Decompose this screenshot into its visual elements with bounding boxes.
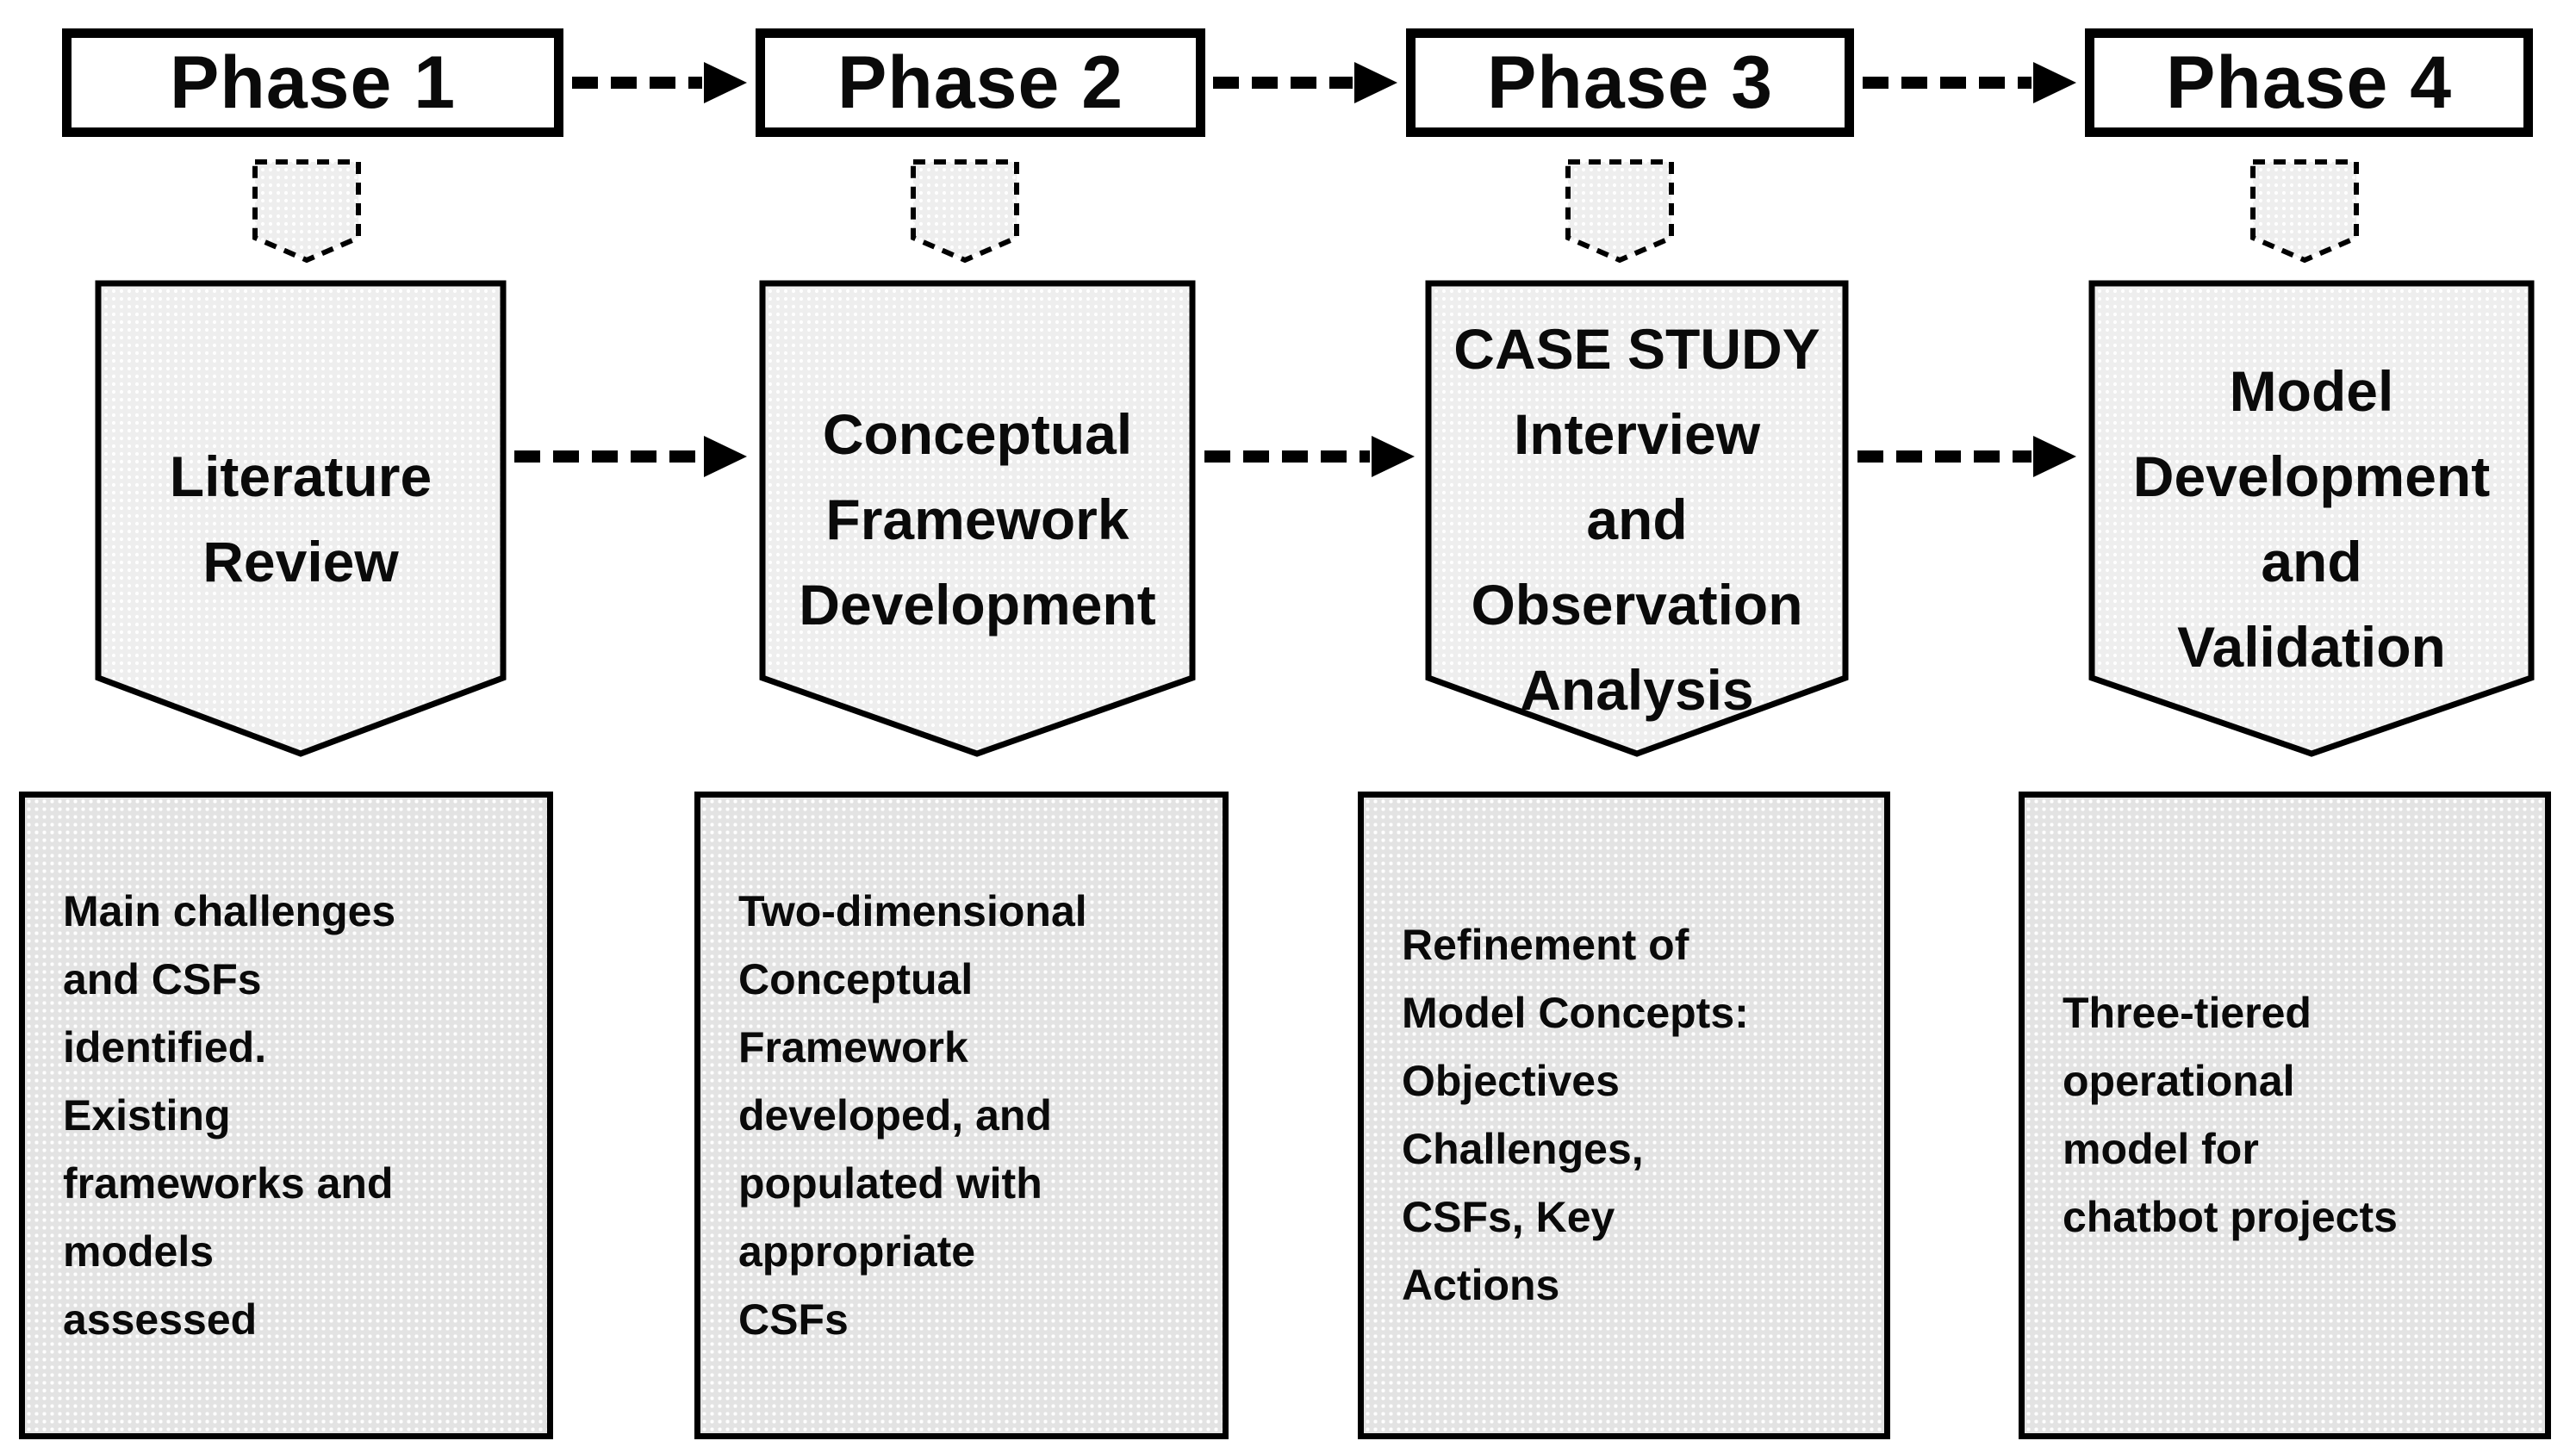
flow-arrow-activity1-activity2-icon [514, 436, 747, 477]
phase-1-outcome-text: Main challenges and CSFs identified. Exi… [63, 886, 396, 1344]
phase-4-drop-marker-icon [2250, 159, 2359, 264]
phase-4-box: Phase 4 [2085, 28, 2533, 137]
flow-arrow-activity2-activity3-icon [1204, 436, 1415, 477]
phase-2-outcome-text: Two-dimensional Conceptual Framework dev… [738, 886, 1087, 1344]
flow-arrow-phase3-phase4-icon [1863, 62, 2076, 103]
flow-arrow-activity3-activity4-icon [1857, 436, 2076, 477]
phase-4-outcome-text: Three-tiered operational model for chatb… [2063, 989, 2398, 1241]
pennant-shape-icon [2088, 280, 2535, 757]
phase-4-activity-label: Model Development and Validation [2132, 359, 2491, 679]
phase-3-outcome-box: Refinement of Model Concepts: Objectives… [1358, 792, 1890, 1439]
phase-3-box: Phase 3 [1406, 28, 1854, 137]
pennant-shape-icon [759, 280, 1196, 757]
phase-2-label: Phase 2 [837, 40, 1124, 124]
pennant-shape-icon [1425, 280, 1849, 757]
phase-4-activity-banner: Model Development and Validation [2088, 280, 2535, 759]
phase-1-activity-banner: Literature Review [95, 280, 507, 759]
phase-2-outcome-box: Two-dimensional Conceptual Framework dev… [694, 792, 1229, 1439]
phase-1-activity-label: Literature Review [169, 444, 432, 593]
phase-1-box: Phase 1 [62, 28, 563, 137]
phase-3-activity-label: CASE STUDY Interview and Observation Ana… [1453, 316, 1820, 722]
phase-4-label: Phase 4 [2165, 40, 2453, 124]
phase-2-activity-banner: Conceptual Framework Development [759, 280, 1196, 759]
phase-1-drop-marker-icon [252, 159, 361, 264]
phase-1-outcome-box: Main challenges and CSFs identified. Exi… [19, 792, 553, 1439]
phase-4-outcome-box: Three-tiered operational model for chatb… [2019, 792, 2551, 1439]
phase-2-box: Phase 2 [756, 28, 1205, 137]
flow-arrow-phase1-phase2-icon [572, 62, 747, 103]
phase-3-label: Phase 3 [1486, 40, 1774, 124]
pennant-shape-icon [95, 280, 507, 757]
flow-arrow-phase2-phase3-icon [1213, 62, 1397, 103]
phase-2-activity-label: Conceptual Framework Development [799, 401, 1156, 637]
phase-3-outcome-text: Refinement of Model Concepts: Objectives… [1402, 921, 1749, 1309]
phase-3-activity-banner: CASE STUDY Interview and Observation Ana… [1425, 280, 1849, 759]
phase-2-drop-marker-icon [911, 159, 1019, 264]
phase-3-drop-marker-icon [1565, 159, 1674, 264]
phase-1-label: Phase 1 [169, 40, 457, 124]
